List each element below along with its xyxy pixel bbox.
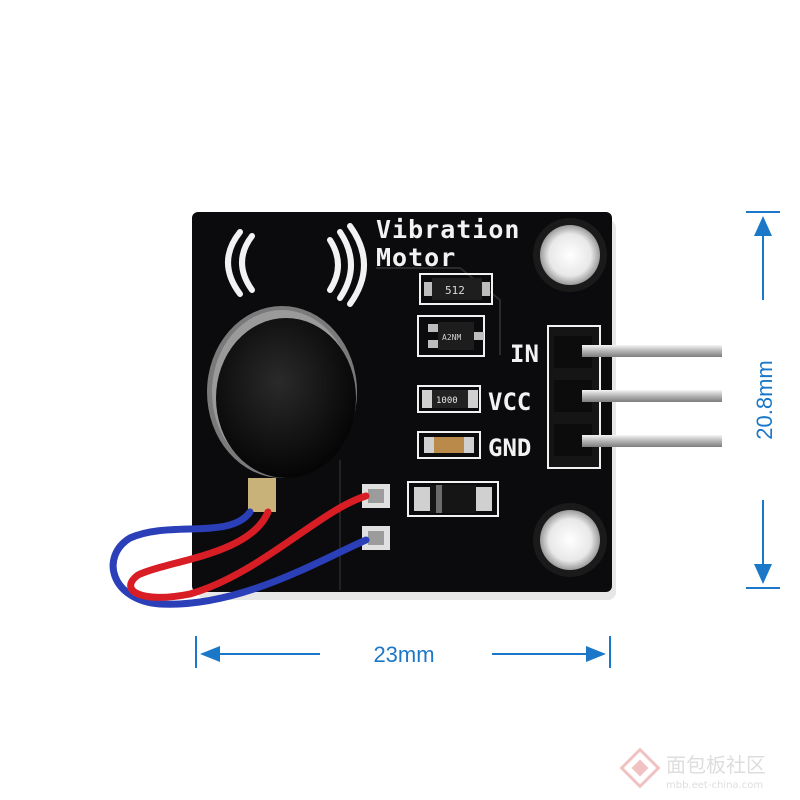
height-label: 20.8mm	[752, 360, 777, 439]
pcb-board	[192, 212, 612, 592]
board-title-line1: Vibration	[376, 215, 520, 244]
wire-red	[127, 492, 370, 601]
transistor: A2NM	[417, 315, 485, 357]
ic-chip: 512	[419, 273, 493, 305]
vibration-waves-left-icon	[225, 229, 255, 297]
vibration-waves-right-icon	[327, 223, 367, 307]
mounting-hole-top	[533, 218, 607, 292]
pin-label-in: IN	[510, 340, 539, 368]
height-dimension: 20.8mm	[746, 211, 780, 589]
ic-chip-code: 512	[445, 284, 465, 297]
header-pins	[547, 325, 722, 469]
resistor: 1000	[417, 385, 481, 413]
width-dimension: 23mm	[195, 636, 611, 668]
watermark-logo: 面包板社区 mbb.eet-china.com	[619, 747, 766, 791]
vibration-motor	[207, 306, 357, 512]
width-label: 23mm	[373, 642, 434, 667]
wire-blue	[109, 508, 370, 608]
resistor-code: 1000	[436, 396, 458, 406]
diode	[407, 481, 499, 517]
capacitor	[417, 431, 481, 459]
mounting-hole-bottom	[533, 503, 607, 577]
transistor-code: A2NM	[442, 333, 461, 342]
pin-label-gnd: GND	[488, 434, 531, 462]
header-pin-gnd	[582, 435, 722, 447]
watermark-subtext: mbb.eet-china.com	[666, 780, 763, 791]
header-pin-vcc	[582, 390, 722, 402]
motor-wires	[109, 492, 370, 608]
header-pin-in	[582, 345, 722, 357]
pin-label-vcc: VCC	[488, 388, 531, 416]
watermark-text: 面包板社区	[666, 753, 766, 777]
